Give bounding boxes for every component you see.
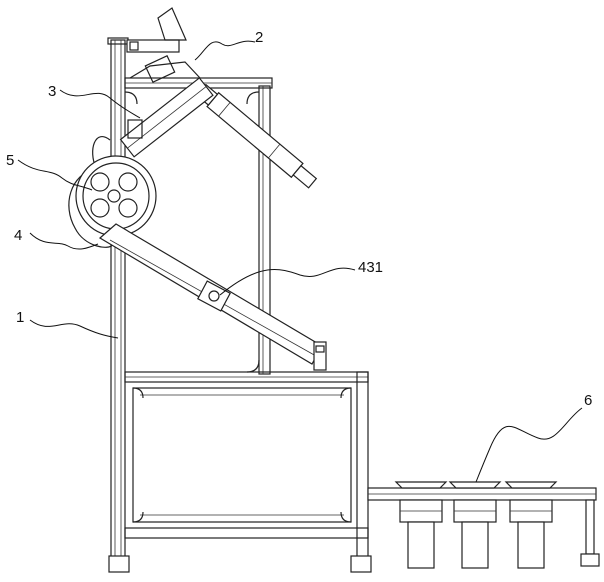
- label-cutter-arm: 3: [48, 83, 56, 100]
- label-roller-wheel: 5: [6, 152, 14, 169]
- upper-bracket: [127, 8, 318, 190]
- label-feed-ramp: 4: [14, 227, 22, 244]
- cutter-arm: [121, 78, 213, 157]
- tray-conveyor: [368, 482, 599, 568]
- label-frame: 1: [16, 309, 24, 326]
- label-ramp-sensor: 431: [358, 259, 383, 276]
- label-upper-bracket: 2: [255, 29, 263, 46]
- label-tray-conveyor: 6: [584, 392, 592, 409]
- leader-lines: [18, 41, 582, 482]
